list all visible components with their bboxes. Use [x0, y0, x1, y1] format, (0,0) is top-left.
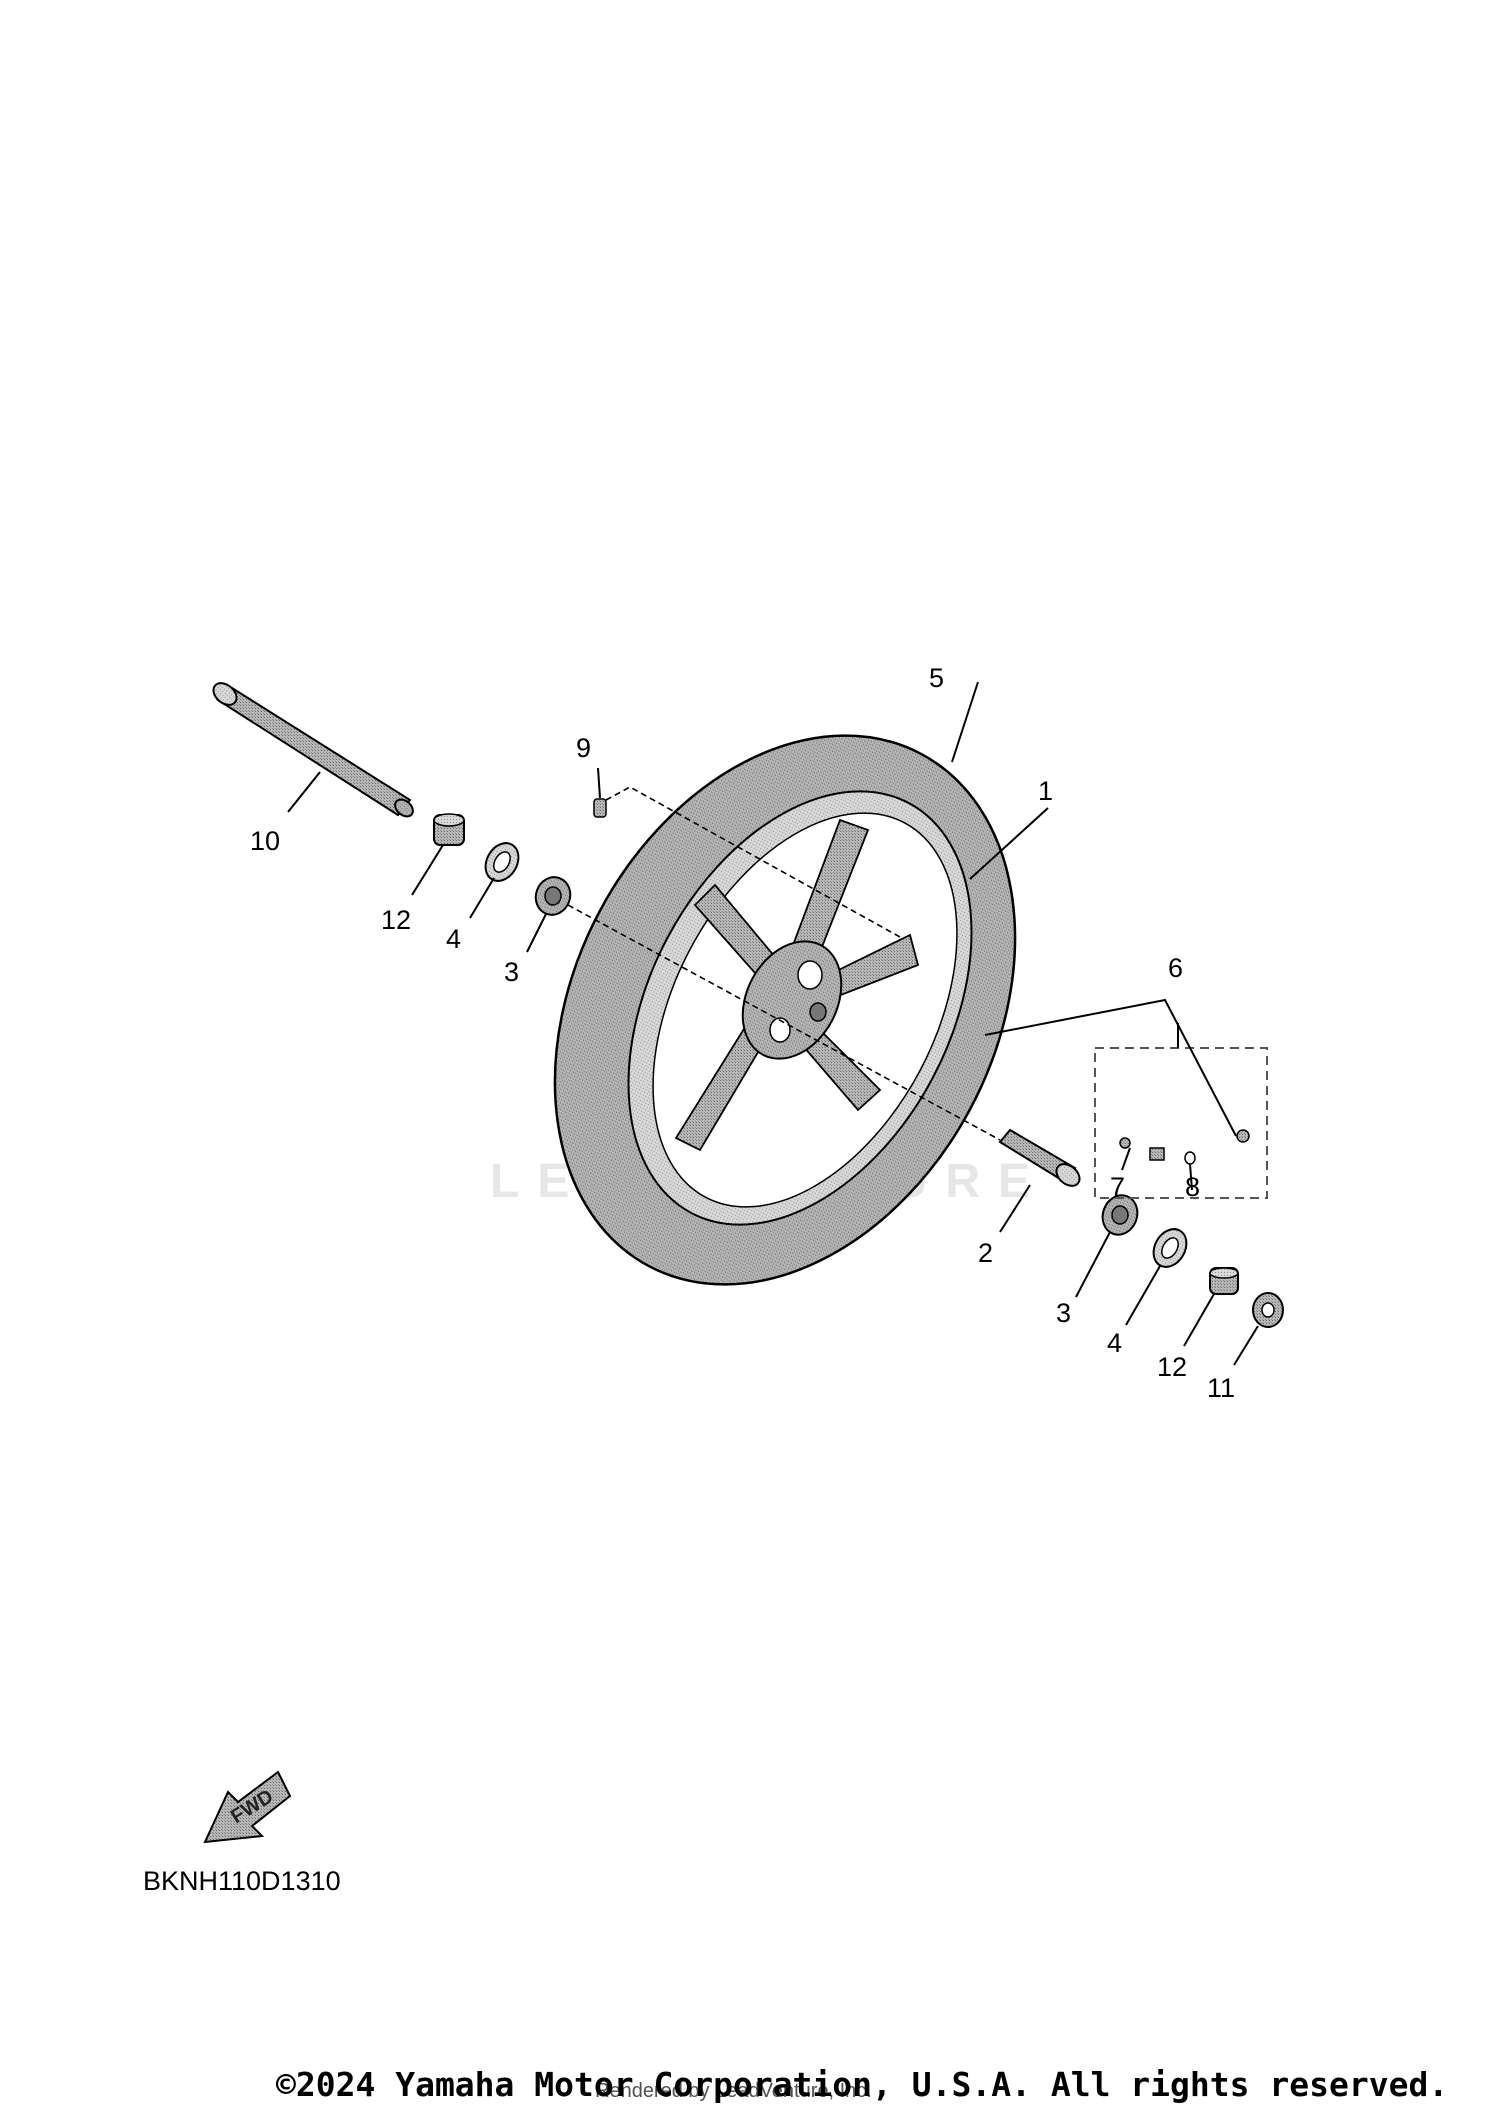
callout-9: 9 — [576, 733, 591, 763]
callout-10: 10 — [250, 826, 280, 856]
callout-6: 6 — [1168, 953, 1183, 983]
collar-left — [433, 813, 465, 846]
leader-lines — [287, 681, 1259, 1366]
collar-right — [1209, 1267, 1239, 1295]
callout-2: 2 — [978, 1238, 993, 1268]
callout-3-left: 3 — [504, 957, 519, 987]
callout-1: 1 — [1038, 776, 1053, 806]
bearing-right — [1101, 1194, 1139, 1236]
callout-4-right: 4 — [1107, 1328, 1122, 1358]
callout-5: 5 — [929, 663, 944, 693]
front-wheel-assembly — [553, 734, 1017, 1286]
callout-12-right: 12 — [1157, 1352, 1187, 1382]
oil-seal-left — [484, 842, 520, 882]
valve-kit-box — [1094, 1047, 1268, 1199]
oil-seal-right — [1152, 1228, 1188, 1268]
axle-nut — [1252, 1292, 1284, 1328]
callout-3-right: 3 — [1056, 1298, 1071, 1328]
render-credit: Rendered by LeadVenture, Inc. — [595, 2080, 872, 2102]
dashed-assembly-lines — [567, 786, 1001, 1141]
callout-11: 11 — [1207, 1373, 1235, 1403]
spacer-right — [998, 1128, 1081, 1187]
callout-7: 7 — [1110, 1172, 1125, 1202]
fwd-arrow-icon: FWD — [203, 1770, 292, 1844]
valve-part — [593, 798, 607, 818]
bearing-left — [534, 876, 572, 916]
callout-8: 8 — [1185, 1172, 1200, 1202]
callout-12-left: 12 — [381, 905, 411, 935]
axle-part — [212, 682, 414, 818]
copyright-notice: ©2024 Yamaha Motor Corporation, U.S.A. A… — [276, 2065, 1449, 2104]
diagram-code: BKNH110D1310 — [143, 1866, 341, 1896]
callout-4-left: 4 — [446, 924, 461, 954]
